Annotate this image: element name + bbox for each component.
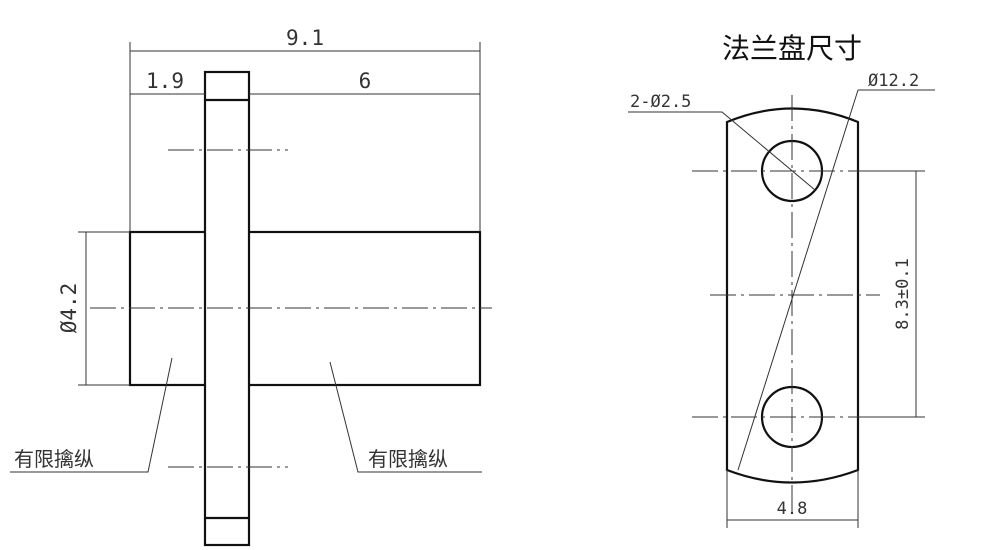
side-view: 9.1 1.9 6 Ø4.2 有限擒纵 有限擒纵 xyxy=(10,26,492,547)
flange-view: 法兰盘尺寸 Ø12.2 2-Ø2.5 8.3±0.1 4.8 xyxy=(628,32,935,528)
dim-overall-length: 9.1 xyxy=(286,26,324,50)
label-right: 有限擒纵 xyxy=(368,447,448,471)
dim-holes: 2-Ø2.5 xyxy=(630,92,691,112)
dim-hole-spacing: 8.3±0.1 xyxy=(893,258,913,330)
dim-outer-diameter: Ø12.2 xyxy=(868,71,919,91)
dim-flange-offset: 1.9 xyxy=(146,69,184,93)
dim-width: 4.8 xyxy=(777,499,808,519)
flange-title: 法兰盘尺寸 xyxy=(722,32,862,65)
dim-diameter: Ø4.2 xyxy=(57,283,81,334)
dim-body-length: 6 xyxy=(359,69,372,93)
label-left: 有限擒纵 xyxy=(14,447,94,471)
